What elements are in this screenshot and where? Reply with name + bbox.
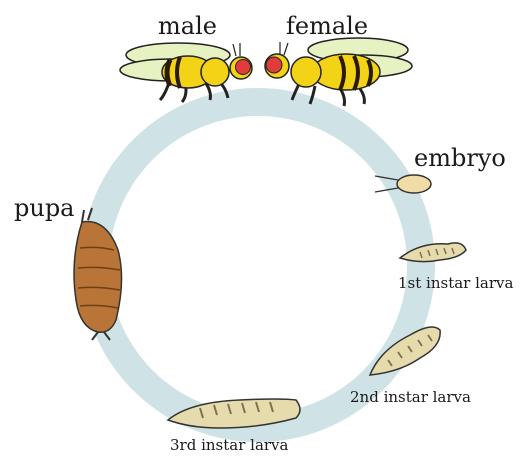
male-label: male <box>158 14 217 38</box>
pupa-label: pupa <box>14 196 75 220</box>
second-instar-larva-label: 2nd instar larva <box>350 390 471 405</box>
third-instar-larva-label: 3rd instar larva <box>170 438 288 453</box>
cycle-ring <box>95 102 421 428</box>
pupa-icon <box>74 208 122 340</box>
female-label: female <box>286 14 368 38</box>
first-instar-larva-label: 1st instar larva <box>398 276 513 291</box>
embryo-label: embryo <box>414 146 506 170</box>
